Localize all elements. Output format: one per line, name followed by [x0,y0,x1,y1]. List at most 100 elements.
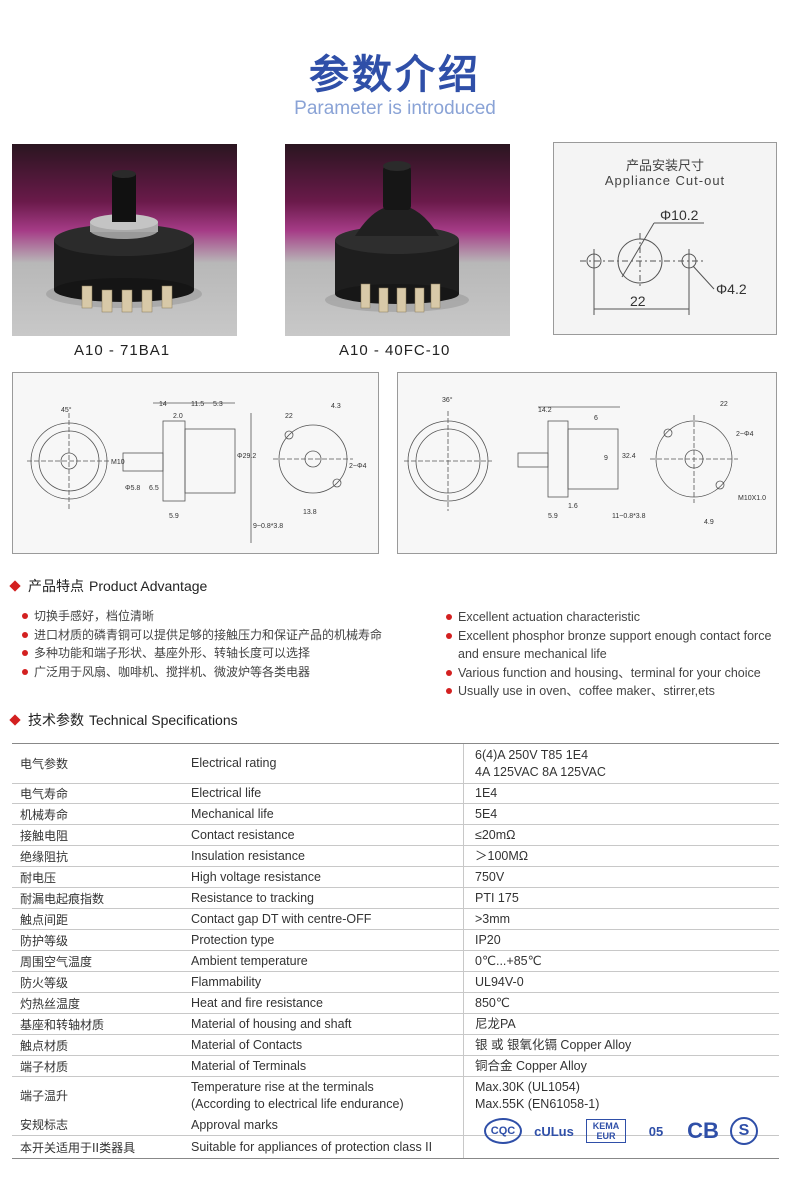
spec-cn: 耐漏电起痕指数 [20,891,105,906]
dim-13-8: 13.8 [303,509,317,516]
spec-en-line: High voltage resistance [191,869,321,884]
spec-cn: 接触电阻 [20,828,69,843]
spec-en: Material of housing and shaft [180,1014,464,1034]
spec-en-line: Material of housing and shaft [191,1016,352,1031]
dim-5-9: 5.9 [169,513,179,520]
table-row: 耐漏电起痕指数 Resistance to tracking PTI 175 [12,888,779,909]
spec-cn: 本开关适用于II类器具 [20,1140,136,1155]
cb-mark-icon: CB [687,1118,719,1143]
red-diamond-icon [9,714,21,726]
table-row: 防护等级 Protection type IP20 [12,930,779,951]
spec-value: ＞100MΩ [464,846,779,866]
product-label-a10-40fc-10: A10 - 40FC-10 [339,342,451,359]
dim-4-9: 4.9 [704,519,714,526]
spec-heading: 技术参数 Technical Specifications [9,710,238,730]
spec-cn: 绝缘阻抗 [20,849,69,864]
spec-en-line: Material of Contacts [191,1037,303,1052]
dim-angle: 36° [442,397,453,404]
spec-value-empty [464,1136,779,1158]
spec-en: High voltage resistance [180,867,464,887]
spec-value-line: PTI 175 [475,890,519,905]
product-photo-a10-40fc-10 [285,144,510,336]
dim-6: 6 [594,415,598,422]
dim-m10: M10 [111,459,125,466]
s-mark-icon: S [730,1117,758,1145]
dim-9: 9 [604,455,608,462]
appliance-cutout-diagram: 产品安装尺寸 Appliance Cut-out Φ10.2 Φ4.2 22 [553,142,777,335]
spec-en-text: Suitable for appliances of protection cl… [191,1140,433,1154]
culus-mark-icon: cULus [534,1123,574,1139]
spec-en: Resistance to tracking [180,888,464,908]
spec-en: Suitable for appliances of protection cl… [180,1136,464,1158]
spec-title-en: Technical Specifications [89,712,238,728]
dim-small-hole: Φ4.2 [716,281,747,297]
spec-value-line: >3mm [475,911,511,926]
spec-en: Contact gap DT with centre-OFF [180,909,464,929]
spec-cn: 灼热丝温度 [20,996,81,1011]
technical-drawing-a10-40fc-10: 36° 14.2 9 6 32.4 5.9 1.6 11~0.8*3.8 22 … [397,372,777,554]
spec-cn: 端子材质 [20,1059,69,1074]
dim-hole-diameter: Φ10.2 [660,207,699,223]
dim-22: 22 [720,401,728,408]
dim-2-0: 2.0 [173,413,183,420]
spec-en-line: Mechanical life [191,806,274,821]
spec-en: Flammability [180,972,464,992]
spec-value-line: 750V [475,869,505,884]
spec-value: 0℃...+85℃ [464,951,779,971]
product-photo-a10-71ba1 [12,144,237,336]
advantage-list-en: Excellent actuation characteristic Excel… [446,608,771,701]
spec-value: IP20 [464,930,779,950]
cqc-mark-icon: CQC [484,1118,522,1144]
spec-value-line: 0℃...+85℃ [475,953,542,968]
spec-value: 5E4 [464,804,779,824]
spec-en-line: Material of Terminals [191,1058,307,1073]
dim-2-phi-4: 2~Φ4 [349,463,367,470]
spec-value-line: 4A 125VAC 8A 125VAC [475,764,606,779]
advantage-title-en: Product Advantage [89,578,208,594]
spec-value-line: Max.30K (UL1054) [475,1079,580,1094]
spec-en-line: Protection type [191,932,275,947]
spec-en: Ambient temperature [180,951,464,971]
spec-value-line: 银 或 银氧化镉 Copper Alloy [475,1037,632,1052]
dim-1-6: 1.6 [568,503,578,510]
spec-en: Electrical life [180,784,464,803]
spec-cn: 耐电压 [20,870,57,885]
dim-5-9: 5.9 [548,513,558,520]
spec-en-line: Heat and fire resistance [191,995,324,1010]
spec-en-text: Approval marks [191,1117,278,1132]
approval-marks: CQC cULus KEMA EUR 05 CB S [464,1114,779,1145]
dim-14-2: 14.2 [538,407,552,414]
spec-value: 850℃ [464,993,779,1013]
spec-en: Insulation resistance [180,846,464,866]
spec-cn: 周围空气温度 [20,954,93,969]
spec-en-line: Insulation resistance [191,848,305,863]
spec-en-line: Contact gap DT with centre-OFF [191,911,372,926]
spec-cn: 基座和转轴材质 [20,1017,105,1032]
dim-m10: M10X1.0 [738,495,767,502]
spec-en: Heat and fire resistance [180,993,464,1013]
dim-11-5: 11.5 [191,401,205,408]
table-row-class2: 本开关适用于II类器具 Suitable for appliances of p… [12,1136,779,1158]
table-row: 耐电压 High voltage resistance 750V [12,867,779,888]
spec-cn: 电气参数 [20,757,69,771]
list-item: Excellent phosphor bronze support enough… [446,627,771,646]
kema-mark-icon: KEMA EUR [586,1119,626,1143]
spec-en-line: Flammability [191,974,262,989]
spec-en-line: Electrical rating [191,756,277,770]
spec-en: Protection type [180,930,464,950]
spec-en: Electrical rating [180,744,464,783]
spec-cn: 防护等级 [20,933,69,948]
spec-cn: 防火等级 [20,975,69,990]
spec-cn: 电气寿命 [20,787,69,801]
spec-title-cn: 技术参数 [28,713,84,729]
spec-en-line: (According to electrical life endurance) [191,1096,404,1111]
list-item: Usually use in oven、coffee maker、stirrer… [446,682,771,701]
